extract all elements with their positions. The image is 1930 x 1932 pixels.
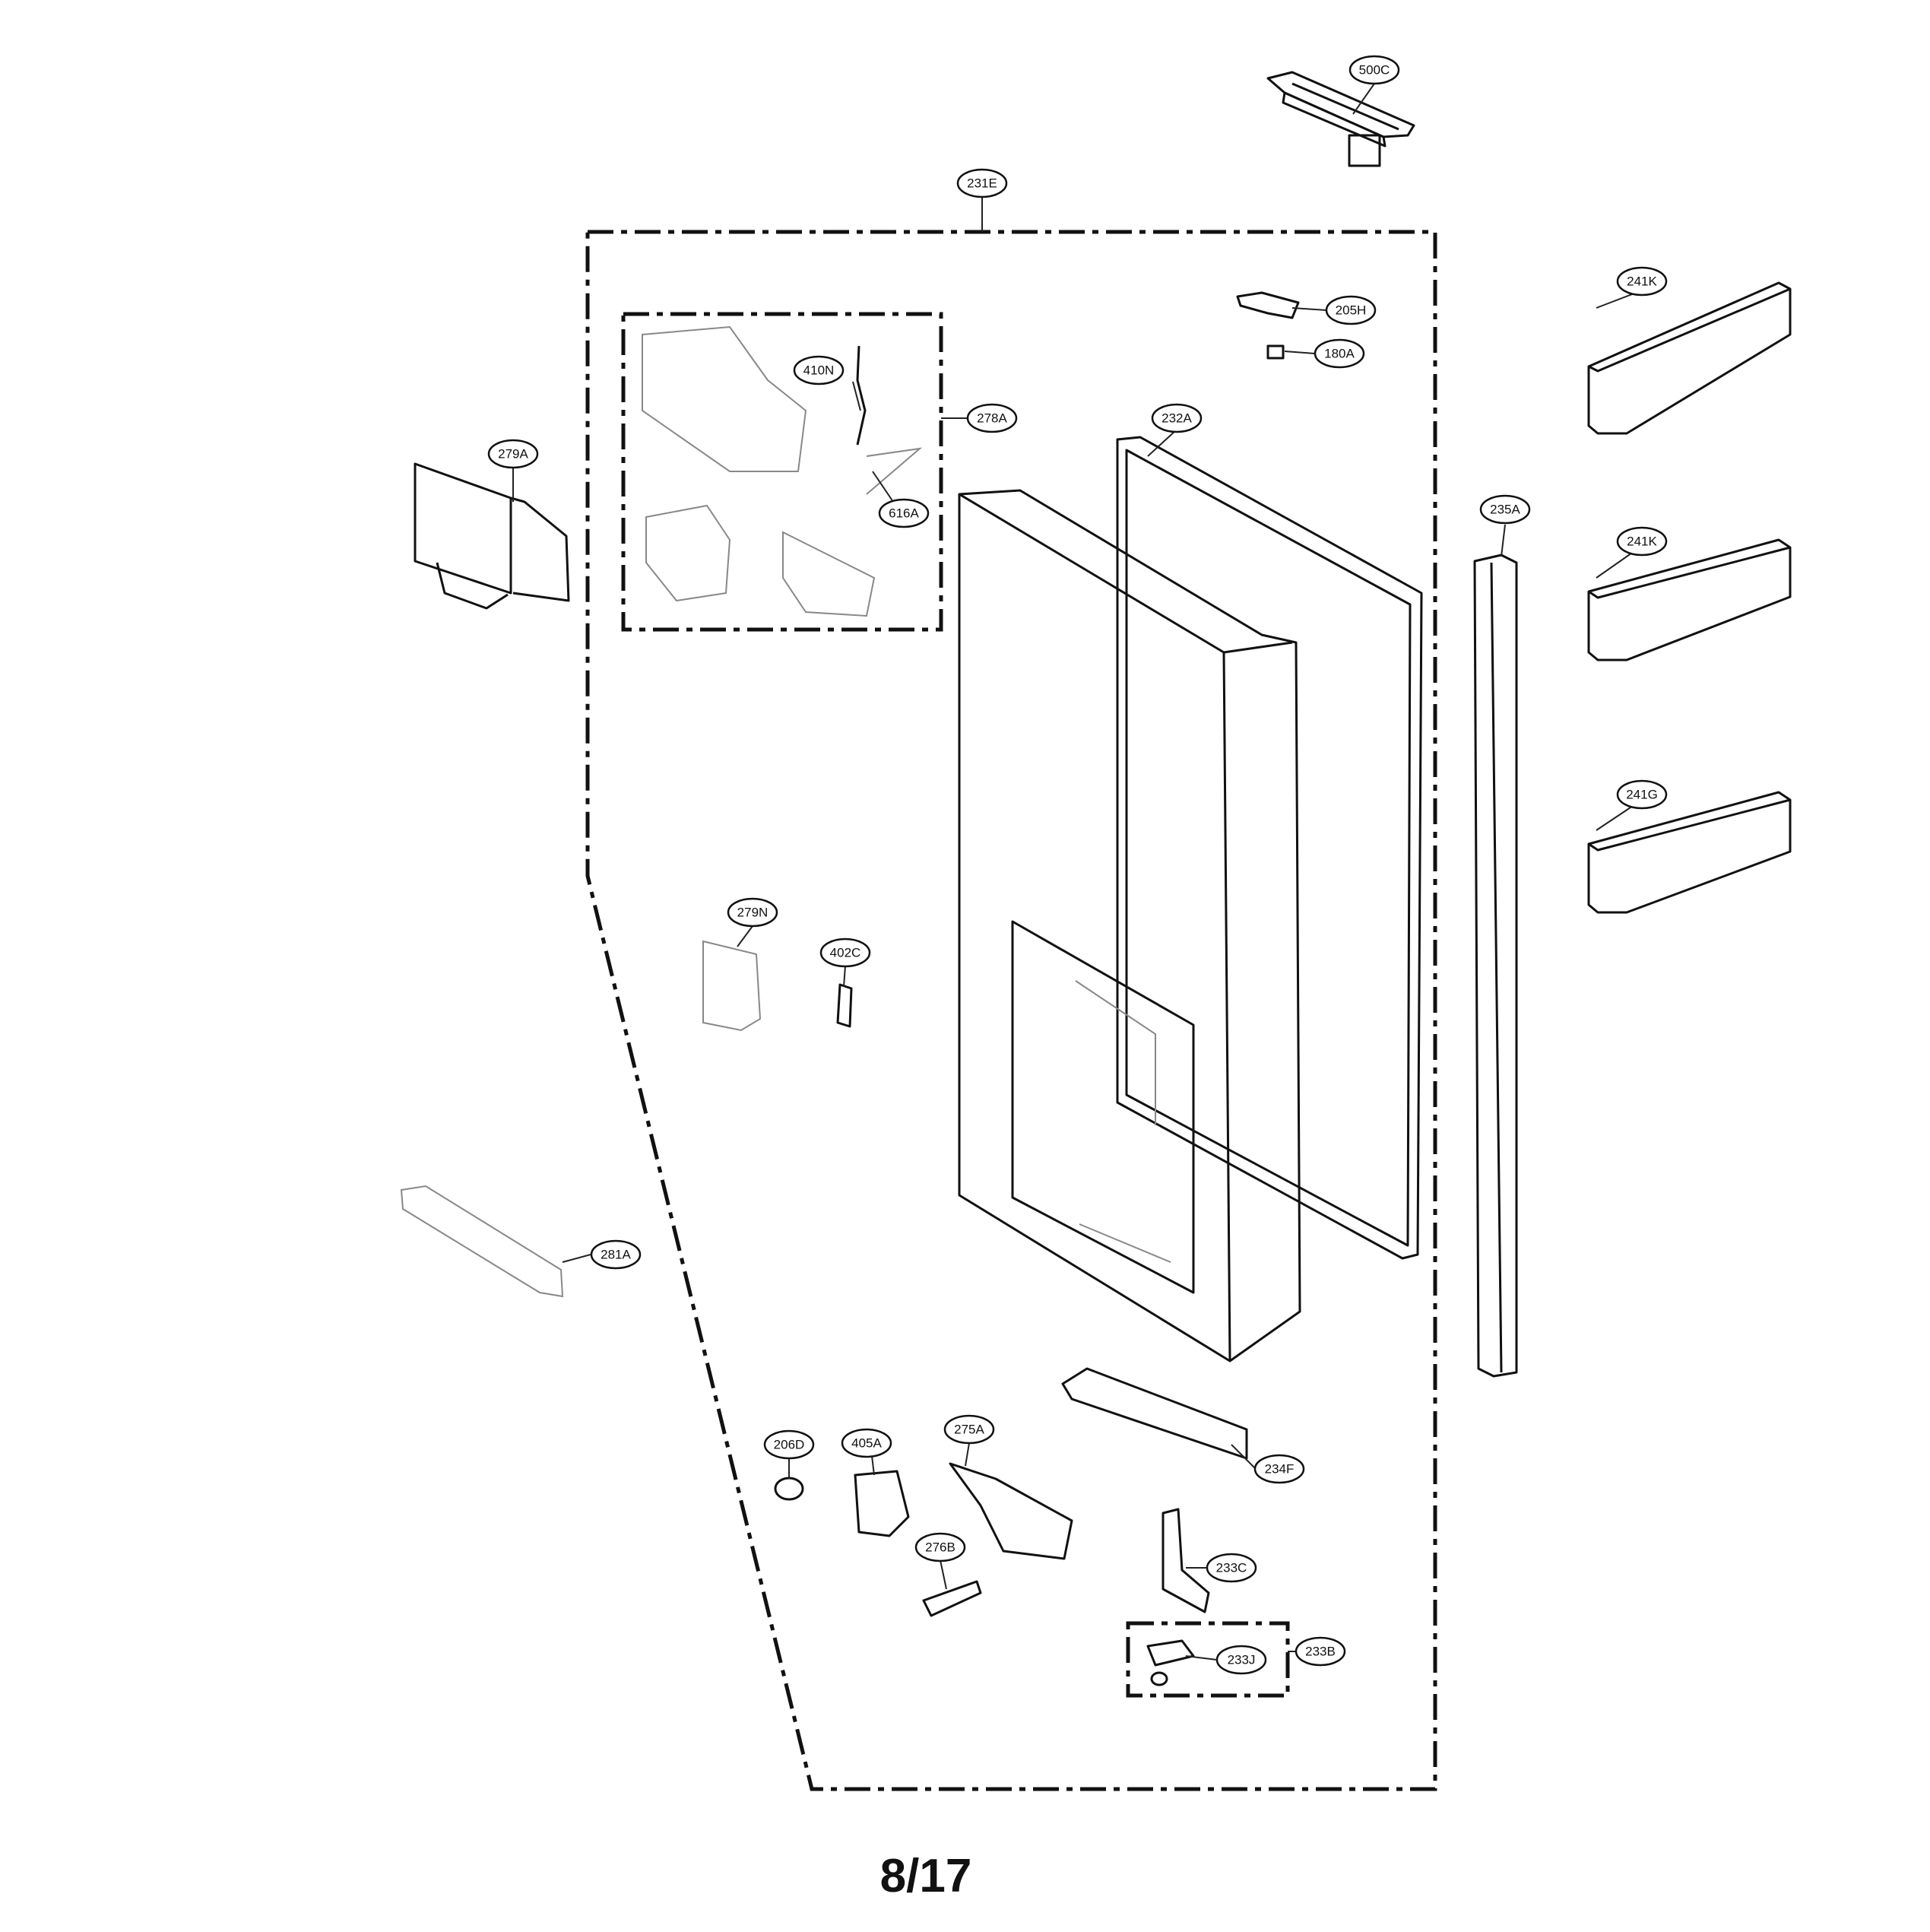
callout-233B: 233B	[1295, 1636, 1346, 1667]
hinge-subassembly-boundary	[1126, 1621, 1290, 1698]
callout-label: 241G	[1626, 788, 1658, 802]
hinge-nut-part	[1150, 1671, 1168, 1686]
page-number: 8/17	[880, 1850, 972, 1902]
callout-281A: 281A	[590, 1239, 642, 1270]
callout-label: 231E	[967, 176, 997, 191]
callout-276B: 276B	[914, 1532, 966, 1562]
callout-label: 233B	[1305, 1645, 1336, 1659]
callout-label: 232A	[1161, 411, 1192, 426]
callout-500C: 500C	[1348, 55, 1400, 85]
trim-bar-part	[1061, 1367, 1248, 1460]
callout-233C: 233C	[1206, 1553, 1257, 1583]
hinge-pin-part	[1146, 1639, 1195, 1667]
hinge-cover-part	[1266, 71, 1415, 167]
hinge-bracket-part	[1161, 1508, 1210, 1613]
callout-405A: 405A	[841, 1428, 892, 1458]
callout-label: 616A	[889, 506, 919, 521]
door-assembly-boundary	[585, 230, 1437, 1791]
callout-label: 234F	[1265, 1462, 1295, 1477]
motor-part	[854, 1470, 910, 1537]
damper-part	[949, 1462, 1073, 1560]
callout-label: 500C	[1359, 63, 1390, 78]
callout-label: 402C	[830, 946, 861, 960]
callout-275A: 275A	[943, 1414, 995, 1445]
callout-233J: 233J	[1215, 1645, 1267, 1675]
bracket-part	[922, 1580, 982, 1617]
callout-205H: 205H	[1325, 295, 1377, 325]
callout-label: 278A	[977, 411, 1007, 426]
callout-180A: 180A	[1314, 338, 1365, 369]
callout-label: 205H	[1336, 303, 1367, 318]
wire-harness-part	[856, 345, 867, 446]
callout-402C: 402C	[819, 937, 871, 968]
callout-label: 279N	[737, 906, 769, 920]
dispenser-cover-part	[702, 940, 762, 1032]
callout-label: 276B	[925, 1540, 955, 1555]
callout-label: 241K	[1627, 535, 1657, 549]
callout-232A: 232A	[1151, 403, 1203, 433]
leader-lines	[512, 83, 1643, 1661]
ring-part	[774, 1477, 804, 1501]
callout-label: 275A	[954, 1423, 984, 1437]
callout-label: 410N	[803, 363, 835, 378]
door-bin-part	[1587, 281, 1792, 435]
icemaker-internals-part	[642, 325, 923, 617]
ice-bucket-part	[414, 462, 570, 610]
callout-label: 281A	[601, 1248, 631, 1262]
callout-label: 206D	[774, 1438, 805, 1452]
callout-616A: 616A	[878, 498, 930, 528]
callout-241K: 241K	[1616, 266, 1668, 297]
callout-label: 233J	[1228, 1653, 1256, 1667]
callout-label: 180A	[1324, 347, 1355, 361]
door-bin-part	[1587, 538, 1792, 661]
callout-206D: 206D	[763, 1429, 815, 1460]
callout-label: 241K	[1627, 274, 1657, 289]
callout-label: 235A	[1490, 503, 1520, 517]
door-trim-strip-part	[1473, 554, 1518, 1378]
door-bin-part	[1587, 791, 1792, 914]
callout-234F: 234F	[1253, 1454, 1305, 1484]
callout-241K: 241K	[1616, 526, 1668, 557]
freezer-door-part	[958, 489, 1301, 1363]
callout-231E: 231E	[956, 168, 1008, 198]
callout-279N: 279N	[727, 897, 778, 928]
callout-279A: 279A	[487, 439, 539, 469]
drip-tray-part	[400, 1185, 564, 1298]
callout-278A: 278A	[966, 403, 1018, 433]
icemaker-subassembly-boundary	[621, 312, 943, 632]
small-cover-part	[1236, 291, 1300, 360]
callout-label: 405A	[851, 1436, 882, 1451]
door-gasket-part	[1116, 436, 1423, 1260]
callout-label: 279A	[498, 447, 528, 462]
callout-235A: 235A	[1479, 494, 1531, 525]
switch-part	[836, 983, 853, 1028]
callout-label: 233C	[1216, 1561, 1247, 1575]
callout-410N: 410N	[793, 355, 845, 385]
callout-241G: 241G	[1616, 779, 1668, 810]
